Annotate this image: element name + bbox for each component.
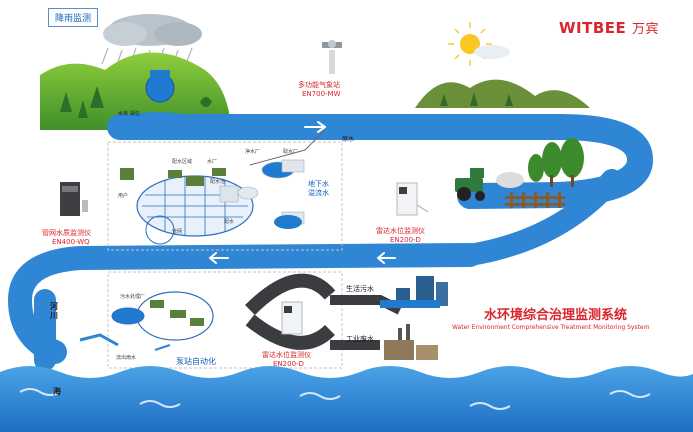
- system-subtitle: Water Environment Comprehensive Treatmen…: [452, 324, 650, 331]
- radar-level-2-model: EN200-D: [273, 360, 304, 368]
- supply-label-purify: 净水厂: [245, 149, 261, 155]
- rain-cloud-icon: [101, 14, 202, 69]
- radar-level-2-name: 雷达水位监测仪: [262, 351, 311, 359]
- supply-label-user: 用户: [118, 193, 129, 199]
- right-hills: [415, 79, 590, 108]
- groundwater-label: 地下水 溢流水: [308, 180, 329, 197]
- city-buildings: [380, 276, 448, 308]
- supply-label-pipe: 管网: [172, 229, 183, 235]
- farm-fence: [505, 192, 565, 208]
- radar-level-meter-icon: [396, 182, 429, 216]
- farm-trees: [528, 138, 584, 187]
- weather-station-model: EN700-MW: [302, 90, 341, 98]
- serpentine-river: [8, 114, 653, 371]
- brand-name-cn: 万宾: [632, 22, 660, 37]
- industrial-waste-label: 工业废水: [346, 335, 374, 343]
- weather-station-icon: [322, 40, 342, 74]
- radar-level-1-model: EN200-D: [390, 236, 421, 244]
- radar-level-1-name: 雷达水位监测仪: [376, 227, 425, 235]
- brand-name: WITBEE: [559, 19, 627, 37]
- system-title: 水环境综合治理监测系统: [484, 308, 628, 323]
- supply-label-pool: 配水池: [210, 179, 226, 185]
- sea-label: 海: [53, 387, 61, 396]
- rain-outflow-label: 流出雨水: [116, 355, 137, 361]
- sea: [0, 366, 693, 432]
- river-label: 河川: [50, 302, 58, 320]
- pipe-quality-meter-model: EN400-WQ: [52, 238, 90, 246]
- mountain-label: 水库 湖泊: [118, 111, 140, 117]
- pump-station-label: 泵站自动化: [176, 357, 216, 366]
- factory-buildings: [384, 324, 438, 360]
- brand-logo: WITBEE 万宾: [559, 18, 659, 37]
- radar-level-meter-2-icon: [245, 273, 336, 350]
- supply-label-intake: 取水厂: [283, 149, 299, 155]
- supply-label-distribution: 配水: [224, 219, 235, 225]
- rain-monitoring-tag: 降雨监测: [48, 8, 99, 27]
- supply-network-box: [107, 141, 343, 251]
- domestic-sewage-label: 生活污水: [346, 285, 374, 293]
- sewage-treatment-illustration: [79, 291, 214, 351]
- sewage-plant-label: 污水处理厂: [120, 294, 146, 300]
- water-quality-meter-icon: [60, 182, 88, 216]
- sewage-box: [107, 271, 343, 369]
- farm-tractor: [455, 168, 524, 201]
- raw-water-label: 原水: [342, 136, 355, 143]
- supply-network-illustration: [120, 129, 326, 245]
- supply-label-plant: 水厂: [207, 159, 218, 165]
- sun-icon: [448, 22, 510, 66]
- pipe-quality-meter-name: 管网水质监测仪: [42, 229, 91, 237]
- supply-label-area: 配水区域: [172, 159, 193, 165]
- weather-station-name: 多功能气象站: [298, 81, 340, 89]
